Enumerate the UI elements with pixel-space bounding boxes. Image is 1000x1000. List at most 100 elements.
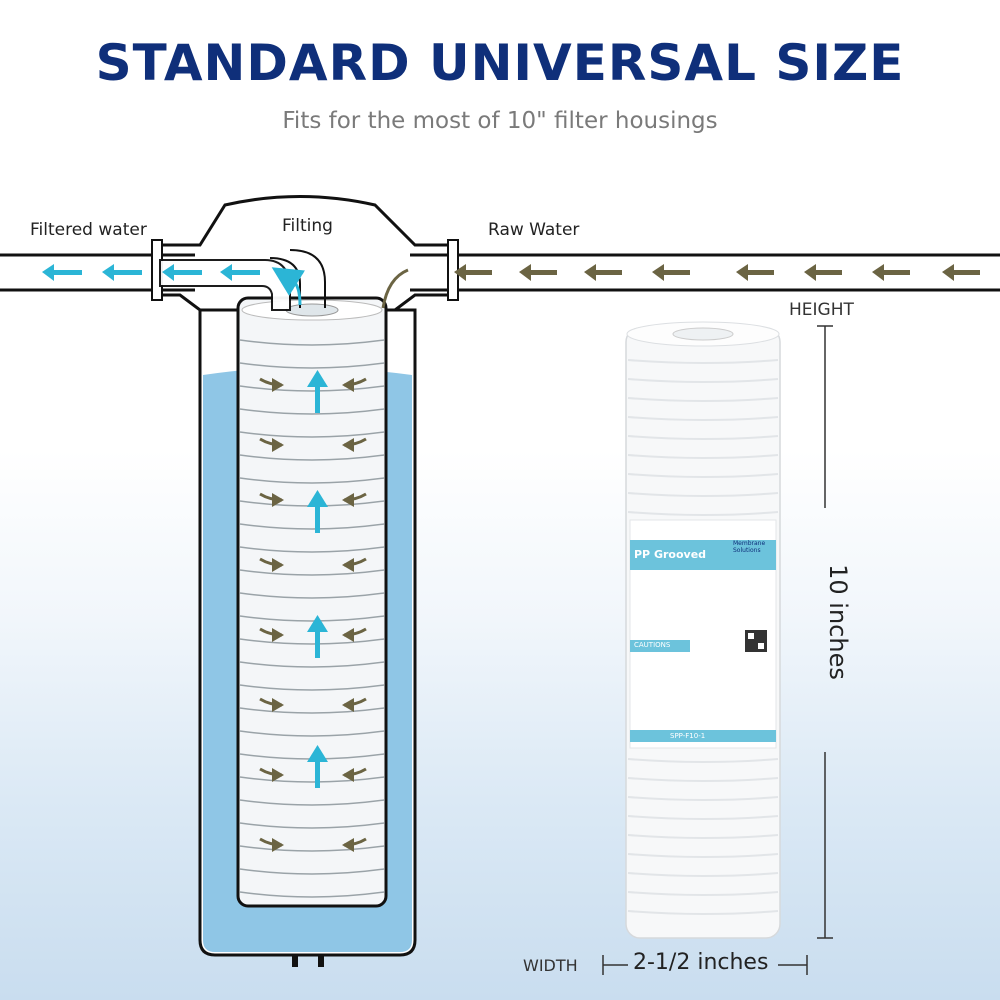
product-section: CAUTIONS — [634, 641, 671, 649]
groove-line — [239, 638, 385, 645]
product-groove-line — [627, 891, 779, 896]
product-groove-line — [627, 872, 779, 877]
product-groove-line — [627, 416, 779, 421]
groove-line — [239, 362, 385, 369]
product-brand: Membrane Solutions — [733, 540, 766, 554]
product-model: SPP-F10-1 — [670, 732, 706, 740]
inflow-arrow-right-head — [342, 493, 354, 507]
inflow-arrow-left-head — [272, 378, 284, 392]
groove-line — [239, 799, 385, 806]
filtered-water-arrows — [42, 264, 260, 281]
product-label-title: PP Grooved — [634, 548, 707, 561]
inflow-arrow-right-head — [342, 438, 354, 452]
raw-arrow — [804, 264, 842, 281]
groove-line — [239, 845, 385, 852]
raw-arrow — [454, 264, 492, 281]
product-groove-line — [627, 777, 779, 782]
upflow-arrows — [307, 370, 328, 788]
product-groove-line — [627, 378, 779, 383]
groove-line — [239, 408, 385, 415]
product-groove-line — [627, 397, 779, 402]
groove-line — [239, 569, 385, 576]
inlet-outlet-pipes — [0, 239, 1000, 301]
clean-arrow — [162, 264, 202, 281]
inlet-curve — [381, 268, 409, 309]
product-groove-line — [627, 758, 779, 763]
groove-line — [239, 454, 385, 461]
groove-line — [239, 615, 385, 622]
groove-line — [239, 477, 385, 484]
groove-line — [239, 385, 385, 392]
groove-line — [239, 431, 385, 438]
upflow-arrow-shaft — [315, 503, 320, 533]
groove-line — [239, 523, 385, 530]
groove-line — [239, 891, 385, 898]
upflow-arrow-head — [307, 745, 328, 762]
raw-arrow — [584, 264, 622, 281]
upflow-arrow-head — [307, 615, 328, 632]
inflow-arrow-left-head — [272, 838, 284, 852]
groove-line — [239, 339, 385, 346]
groove-line — [239, 868, 385, 875]
groove-line — [239, 822, 385, 829]
raw-arrow — [519, 264, 557, 281]
groove-line — [239, 684, 385, 691]
groove-line — [239, 661, 385, 668]
inflow-arrow-right-head — [342, 698, 354, 712]
inflow-arrow-right-head — [342, 558, 354, 572]
filtered-water-label: Filtered water — [30, 220, 147, 240]
inflow-arrow-left-head — [272, 558, 284, 572]
upflow-arrow-shaft — [315, 758, 320, 788]
outlet-tube-bend — [289, 249, 326, 308]
product-groove-line — [627, 815, 779, 820]
inflow-arrow-right-head — [342, 838, 354, 852]
groove-line — [239, 776, 385, 783]
product-groove-line — [627, 853, 779, 858]
raw-arrow — [942, 264, 980, 281]
product-groove-line — [627, 454, 779, 459]
product-groove-line — [627, 435, 779, 440]
upflow-arrow-head — [307, 490, 328, 507]
raw-water-arrows — [454, 264, 980, 281]
width-dimension — [602, 955, 808, 975]
clean-arrow — [220, 264, 260, 281]
groove-line — [239, 707, 385, 714]
product-groove-line — [627, 834, 779, 839]
inflow-arrow-left-head — [272, 493, 284, 507]
inflow-arrow-left-head — [272, 628, 284, 642]
inflow-arrow-left-head — [272, 698, 284, 712]
inflow-arrow-right-head — [342, 768, 354, 782]
raw-arrow — [736, 264, 774, 281]
inflow-arrow-left-head — [272, 768, 284, 782]
raw-arrow — [652, 264, 690, 281]
width-value: 2-1/2 inches — [633, 950, 769, 975]
height-dimension — [817, 325, 833, 939]
upflow-arrow-head — [307, 370, 328, 387]
product-groove-line — [627, 511, 779, 516]
product-groove-line — [627, 796, 779, 801]
height-label: HEIGHT — [789, 300, 854, 320]
inflow-arrows — [259, 377, 367, 852]
groove-line — [239, 592, 385, 599]
product-groove-line — [627, 910, 779, 915]
product-groove-line — [627, 492, 779, 497]
inflow-arrow-right-head — [342, 378, 354, 392]
outlet-curve-arrow — [271, 267, 306, 306]
groove-line — [239, 730, 385, 737]
product-label — [629, 519, 777, 749]
filting-label: Filting — [282, 216, 333, 236]
clean-arrow — [102, 264, 142, 281]
groove-line — [239, 546, 385, 553]
upflow-arrow-shaft — [315, 628, 320, 658]
upflow-arrow-shaft — [315, 383, 320, 413]
width-label: WIDTH — [523, 956, 578, 975]
height-value: 10 inches — [823, 564, 852, 680]
product-groove-line — [627, 359, 779, 364]
raw-arrow — [872, 264, 910, 281]
clean-arrow — [42, 264, 82, 281]
raw-water-label: Raw Water — [488, 220, 580, 240]
cartridge — [236, 296, 388, 908]
inflow-arrow-left-head — [272, 438, 284, 452]
page-subtitle: Fits for the most of 10" filter housings — [282, 108, 718, 134]
